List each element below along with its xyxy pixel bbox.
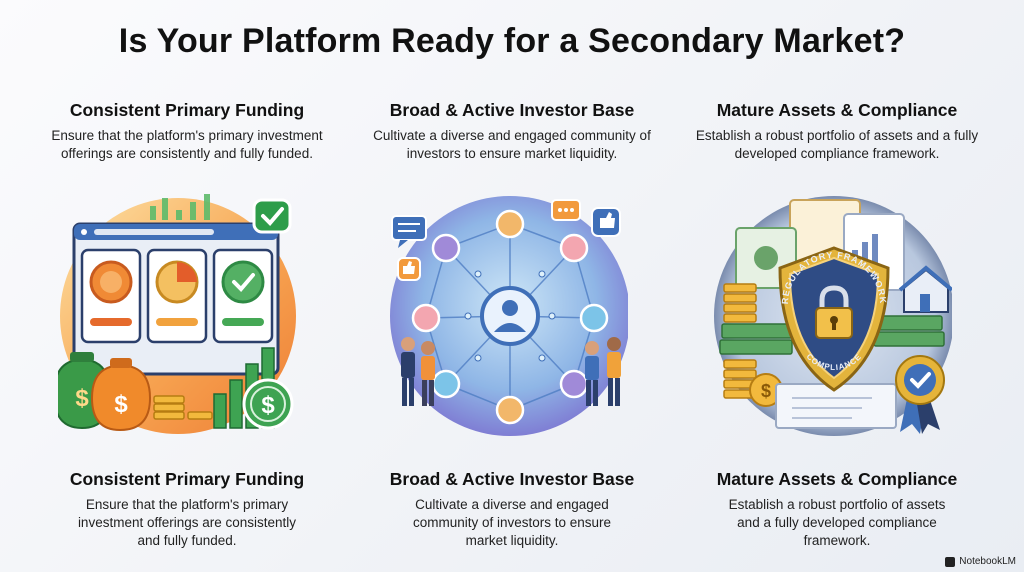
svg-text:$: $ [114,391,128,418]
column-1-bottom: Consistent Primary Funding Ensure that t… [27,469,347,550]
notebooklm-badge: NotebookLM [945,556,1016,567]
page-title: Is Your Platform Ready for a Secondary M… [118,22,906,60]
thumbs-up-icon [591,207,621,237]
column-3-bottom-heading: Mature Assets & Compliance [716,469,958,489]
column-3-heading: Mature Assets & Compliance [716,100,958,120]
compliance-illustration: $ REGULATORY FRAMEWORK COMPLIANCE [714,196,952,436]
notebooklm-label: NotebookLM [959,556,1016,567]
column-1-heading: Consistent Primary Funding [69,100,305,120]
column-2-heading: Broad & Active Investor Base [389,100,635,120]
svg-text:$: $ [75,385,89,412]
column-2-bottom: Broad & Active Investor Base Cultivate a… [352,469,672,550]
check-icon [252,198,292,234]
funding-illustration: $ $ $ [58,194,296,434]
column-1-top: Consistent Primary Funding Ensure that t… [27,100,347,163]
svg-text:$: $ [761,381,771,401]
column-2-description: Cultivate a diverse and engaged communit… [373,128,651,161]
dollar-coin-icon: $ [242,378,294,430]
chat-bubble-icon [391,215,427,248]
column-1-bottom-heading: Consistent Primary Funding [69,469,305,489]
award-ribbon-icon [895,355,945,434]
column-3-bottom-description: Establish a robust portfolio of assets a… [728,497,946,548]
house-icon [898,265,952,313]
column-3-top: Mature Assets & Compliance Establish a r… [677,100,997,163]
column-1-description: Ensure that the platform's primary inves… [51,128,323,161]
notebooklm-logo-icon [945,556,956,567]
investor-network-illustration [390,196,628,436]
column-2-bottom-description: Cultivate a diverse and engaged communit… [412,497,612,548]
padlock-icon [815,285,853,339]
svg-text:$: $ [261,392,275,419]
column-2-bottom-heading: Broad & Active Investor Base [389,469,635,489]
column-3-bottom: Mature Assets & Compliance Establish a r… [677,469,997,550]
column-3-description: Establish a robust portfolio of assets a… [695,128,979,161]
column-1-bottom-description: Ensure that the platform's primary inves… [77,497,297,548]
user-node-icon [480,286,540,346]
column-2-top: Broad & Active Investor Base Cultivate a… [352,100,672,163]
